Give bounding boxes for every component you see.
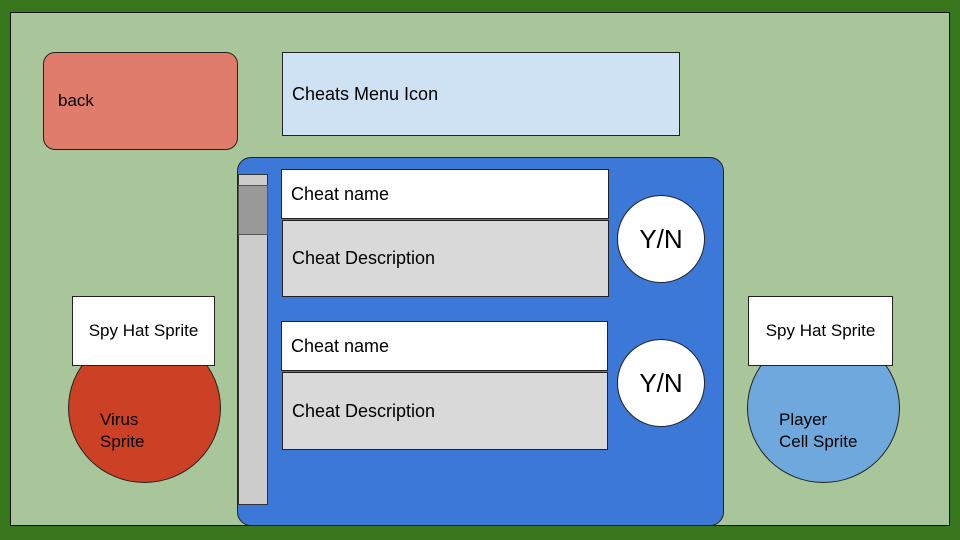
cheats-menu-icon: Cheats Menu Icon bbox=[282, 52, 680, 136]
cheats-menu-icon-label: Cheats Menu Icon bbox=[292, 83, 439, 104]
spy-hat-label: Spy Hat Sprite bbox=[88, 321, 199, 340]
cheat-toggle-label: Y/N bbox=[639, 223, 683, 254]
cheat-toggle-button[interactable]: Y/N bbox=[617, 195, 705, 283]
spy-hat-label: Spy Hat Sprite bbox=[765, 321, 876, 340]
cheat-description: Cheat Description bbox=[282, 372, 608, 450]
cheat-description-text: Cheat Description bbox=[292, 400, 436, 421]
back-button-label: back bbox=[58, 91, 94, 110]
back-button[interactable]: back bbox=[43, 52, 238, 150]
cheat-name: Cheat name bbox=[281, 321, 608, 371]
cheat-description-text: Cheat Description bbox=[292, 248, 436, 268]
cheat-toggle-button[interactable]: Y/N bbox=[617, 339, 705, 427]
cheat-name-text: Cheat name bbox=[291, 335, 390, 356]
cheat-toggle-label: Y/N bbox=[639, 367, 683, 398]
virus-sprite-label: Virus Sprite bbox=[100, 410, 145, 451]
scrollbar-thumb[interactable] bbox=[238, 185, 268, 235]
spy-hat-sprite-right: Spy Hat Sprite bbox=[748, 296, 893, 366]
cheat-description: Cheat Description bbox=[282, 220, 609, 297]
player-cell-sprite-label: Player Cell Sprite bbox=[779, 410, 858, 451]
cheat-name: Cheat name bbox=[281, 169, 609, 219]
spy-hat-sprite-left: Spy Hat Sprite bbox=[72, 296, 215, 366]
cheat-name-text: Cheat name bbox=[291, 183, 390, 204]
